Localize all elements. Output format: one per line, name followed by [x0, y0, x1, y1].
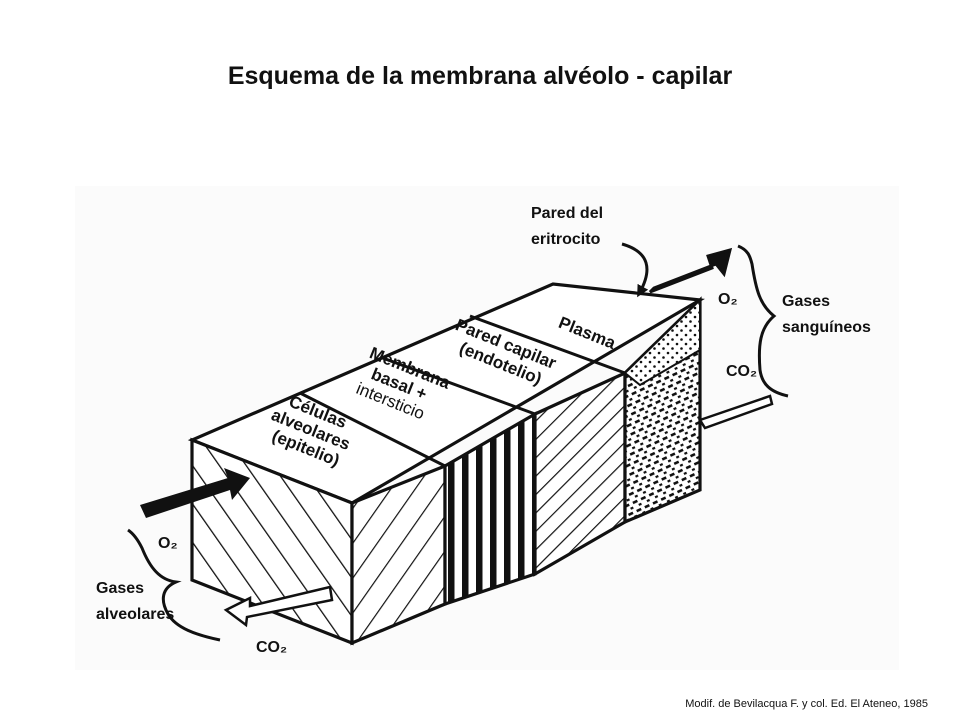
label-o2-left: O₂ — [158, 535, 178, 552]
label-gases-alveolares-line-1: Gases — [96, 580, 144, 597]
o2-arrow-left — [140, 468, 250, 518]
alveolar-capillary-membrane-diagram: Células alveolares (epitelio) Membrana b… — [96, 205, 871, 656]
co2-arrow-right — [698, 394, 774, 430]
label-gases-alveolares: Gases alveolares — [96, 580, 174, 623]
brace-left — [127, 528, 221, 642]
label-gases-sanguineos-line-2: sanguíneos — [782, 319, 871, 336]
o2-arrow-right — [648, 247, 733, 294]
diagram-title: Esquema de la membrana alvéolo - capilar — [227, 62, 733, 90]
diagram-panel: Células alveolares (epitelio) Membrana b… — [75, 186, 899, 670]
erythrocyte-strip — [623, 297, 701, 387]
label-gases-sanguineos: Gases sanguíneos — [782, 293, 871, 336]
co2-arrow-left — [223, 585, 334, 628]
label-o2-right: O₂ — [718, 291, 738, 308]
top-divider-3 — [469, 314, 626, 375]
top-divider-1 — [299, 391, 446, 468]
source-credit: Modif. de Bevilacqua F. y col. Ed. El At… — [685, 698, 928, 710]
brace-right — [737, 244, 789, 398]
label-pared-eritrocito-line-2: eritrocito — [531, 231, 601, 248]
label-co2-right: CO₂ — [726, 363, 757, 380]
erythrocyte-pointer — [621, 242, 649, 298]
label-gases-alveolares-line-2: alveolares — [96, 606, 174, 623]
label-pared-eritrocito-line-1: Pared del — [531, 205, 603, 222]
label-pared-eritrocito: Pared del eritrocito — [531, 205, 607, 248]
top-divider-2 — [379, 355, 536, 416]
label-gases-sanguineos-line-1: Gases — [782, 293, 830, 310]
label-co2-left: CO₂ — [256, 639, 287, 656]
layer-endotelio-side — [533, 370, 627, 577]
